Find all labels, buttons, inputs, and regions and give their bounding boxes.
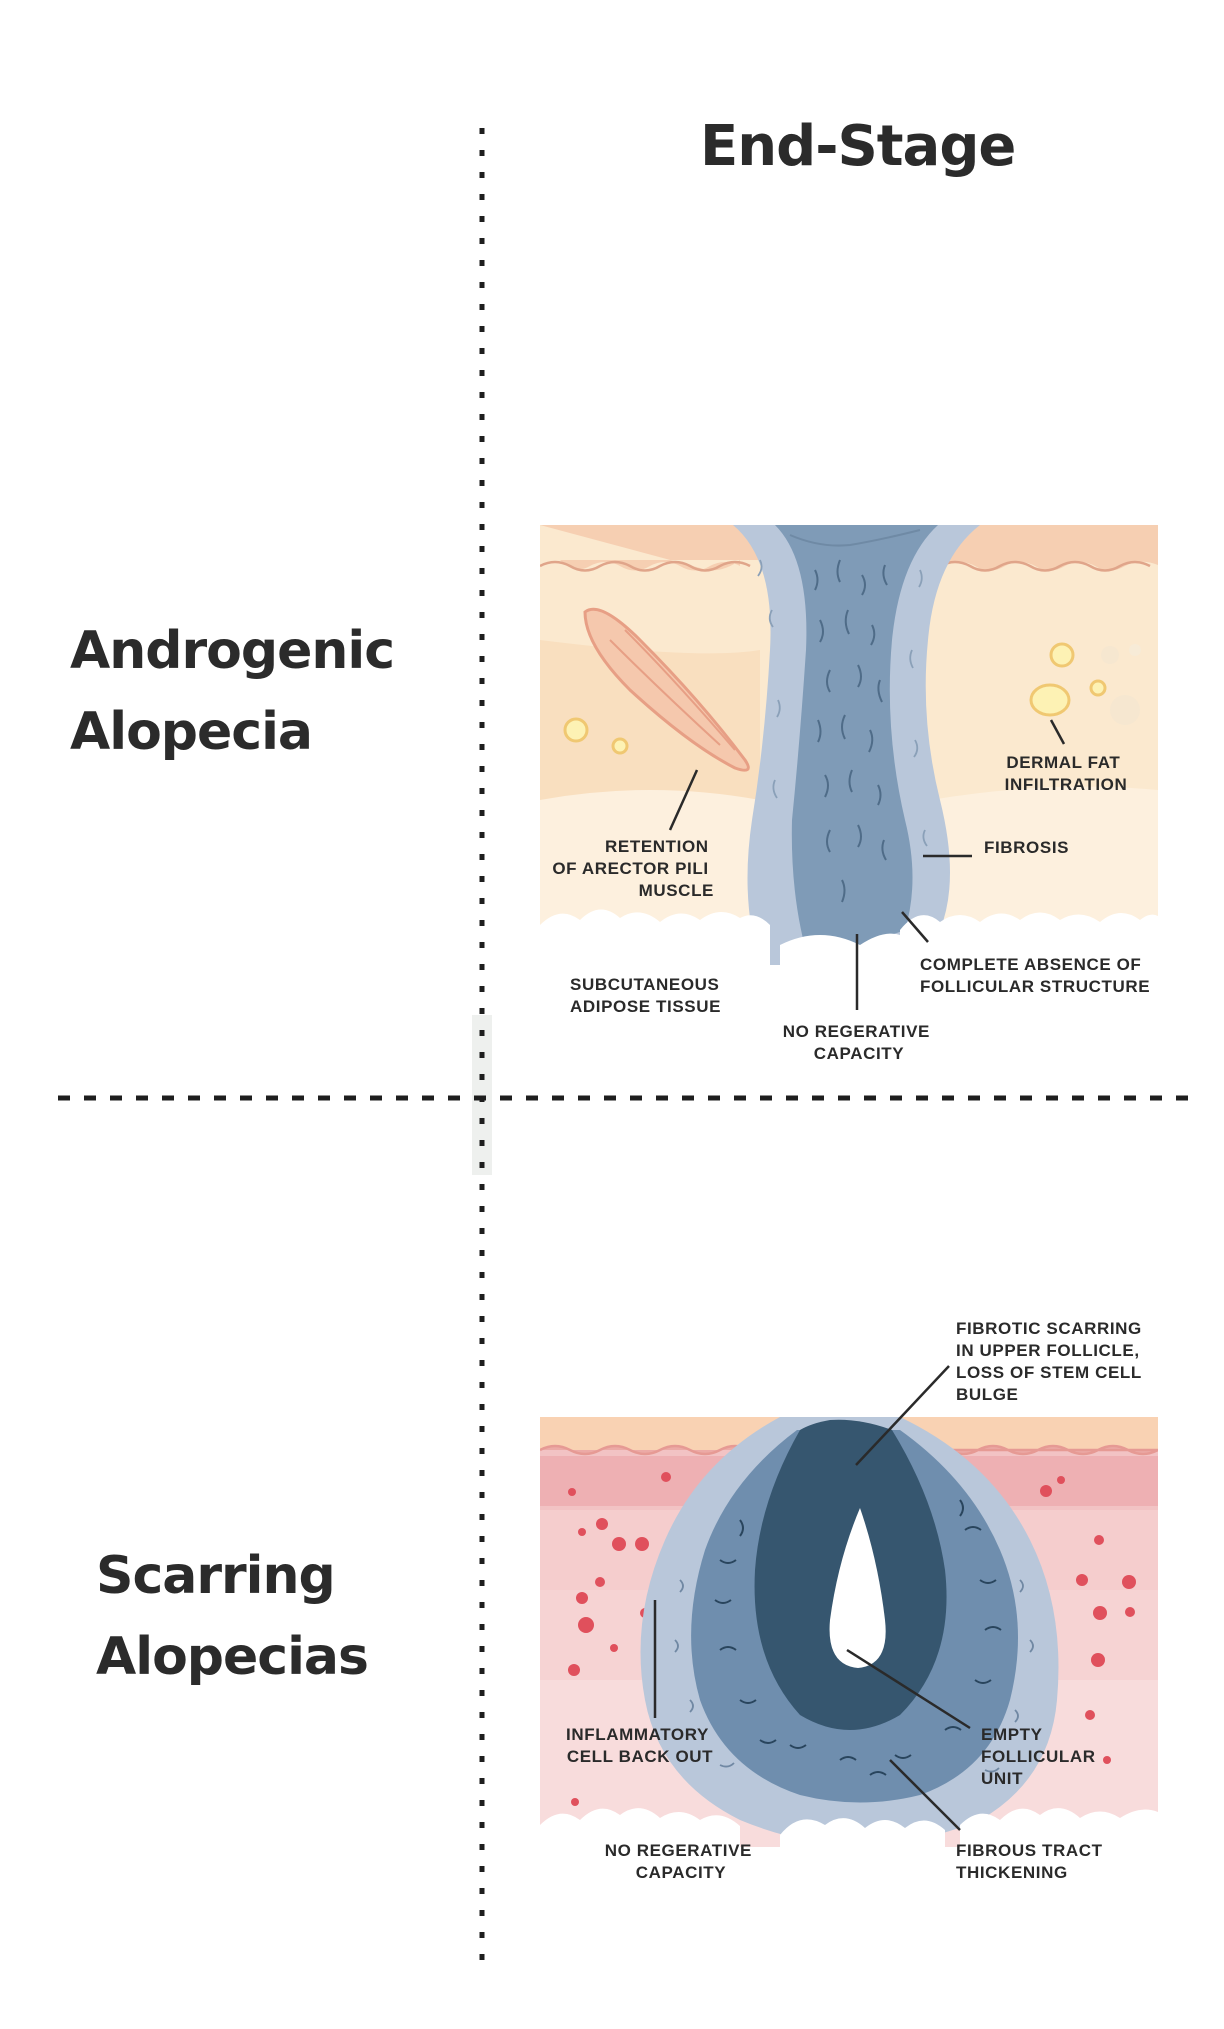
subcutaneous-fat xyxy=(540,909,770,965)
sheath-wisps xyxy=(757,559,928,847)
outer-fibers xyxy=(674,1579,1034,1773)
muscle-striation xyxy=(609,639,721,746)
scarring-illustration xyxy=(540,1417,1158,1847)
label-fibrosis: FIBROSIS xyxy=(984,838,1069,857)
label-subcutaneous-adipose: SUBCUTANEOUS ADIPOSE TISSUE xyxy=(570,975,725,1016)
empty-follicular-unit xyxy=(829,1508,886,1668)
subcutaneous-fat xyxy=(960,1808,1158,1847)
divider-shadow xyxy=(472,1015,492,1175)
leader-line xyxy=(901,911,929,943)
subcutaneous-fat xyxy=(780,1818,945,1847)
label-inflammatory-cell: INFLAMMATORY CELL BACK OUT xyxy=(566,1725,714,1766)
fibrotic-core xyxy=(775,525,938,965)
scar-fibers xyxy=(714,1499,1002,1776)
label-no-regerative-capacity: NO REGERATIVE CAPACITY xyxy=(783,1022,936,1063)
androgenic-illustration xyxy=(540,525,1158,965)
subcutaneous-fat xyxy=(900,912,1158,965)
row-title-scarring-alopecias: Scarring Alopecias xyxy=(96,1536,369,1698)
scarring-labels: FIBROTIC SCARRING IN UPPER FOLLICLE, LOS… xyxy=(566,1319,1147,1882)
leader-line xyxy=(1049,719,1066,745)
label-dermal-fat-infiltration: DERMAL FAT INFILTRATION xyxy=(1005,753,1128,794)
epidermis-edge xyxy=(939,560,1151,572)
label-retention-arector-pili: RETENTION OF ARECTOR PILI MUSCLE xyxy=(552,837,714,900)
androgenic-labels: RETENTION OF ARECTOR PILI MUSCLE DERMAL … xyxy=(552,719,1150,1063)
core-surface xyxy=(789,529,921,547)
blood-dots xyxy=(568,1472,1136,1806)
row-title-line: Scarring xyxy=(96,1546,336,1606)
label-fibrous-tract-thickening: FIBROUS TRACT THICKENING xyxy=(956,1841,1108,1882)
subcutaneous-fat xyxy=(540,1808,740,1847)
subcutaneous-fat xyxy=(780,933,910,965)
muscle-striation xyxy=(624,629,736,751)
label-empty-follicular-unit: EMPTY FOLLICULAR UNIT xyxy=(981,1725,1101,1788)
arrector-pili-muscle xyxy=(583,607,750,772)
row-title-line: Androgenic xyxy=(70,621,395,681)
column-header-end-stage: End-Stage xyxy=(700,114,1016,179)
leader-line xyxy=(668,769,699,831)
row-title-line: Alopecias xyxy=(96,1627,369,1687)
label-fibrotic-scarring: FIBROTIC SCARRING IN UPPER FOLLICLE, LOS… xyxy=(956,1319,1147,1404)
leader-line xyxy=(855,1365,950,1466)
leader-line xyxy=(889,1759,961,1831)
row-title-androgenic-alopecia: Androgenic Alopecia xyxy=(70,611,395,773)
fat-droplets xyxy=(563,642,1141,755)
label-no-regerative-capacity: NO REGERATIVE CAPACITY xyxy=(605,1841,758,1882)
fibrosis-strands xyxy=(814,559,888,903)
epidermis-edge xyxy=(540,560,751,572)
row-title-line: Alopecia xyxy=(70,702,313,762)
label-complete-absence: COMPLETE ABSENCE OF FOLLICULAR STRUCTURE xyxy=(920,955,1150,996)
leader-line xyxy=(846,1648,971,1730)
